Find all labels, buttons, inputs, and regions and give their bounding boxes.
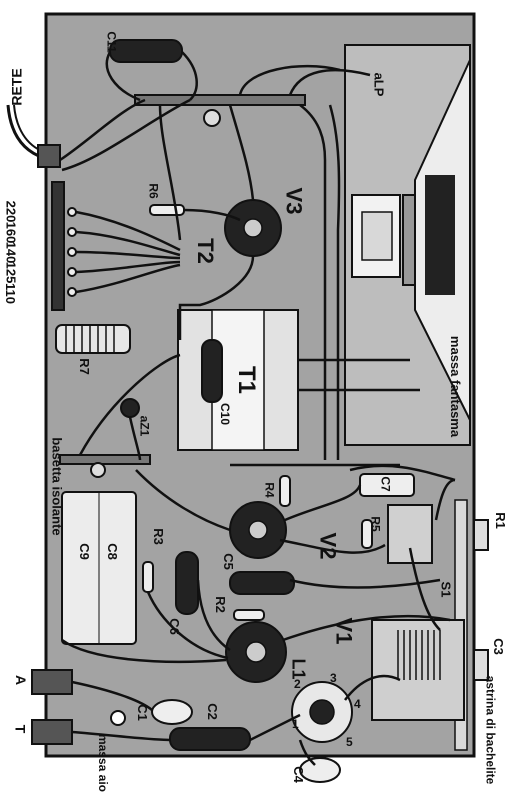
label-140: 140 — [3, 241, 19, 264]
label-alp: aLP — [371, 72, 387, 97]
top-screw — [203, 109, 221, 127]
label-v3: V3 — [281, 187, 307, 215]
label-v2: V2 — [315, 532, 341, 560]
voltage-selector — [51, 181, 65, 311]
c3-variable-capacitor — [371, 619, 465, 721]
label-s1: S1 — [438, 581, 454, 598]
label-r5: R5 — [368, 516, 383, 532]
label-c6: C6 — [166, 618, 182, 635]
massa-lug — [110, 710, 126, 726]
r5-resistor — [361, 519, 373, 549]
label-massa-aio: massa aio — [96, 733, 111, 792]
label-rete: RETE — [8, 68, 25, 106]
r6-resistor — [149, 204, 185, 216]
label-r1: R1 — [492, 512, 508, 529]
c11-capacitor — [109, 39, 183, 63]
label-t2: T2 — [192, 238, 218, 264]
basetta-strip — [59, 454, 151, 465]
label-160: 160 — [3, 221, 19, 244]
label-pin1: 1 — [292, 717, 299, 731]
r4-resistor — [279, 475, 291, 507]
r1-shaft — [473, 519, 489, 551]
c5-capacitor — [229, 571, 295, 595]
label-c2: C2 — [204, 703, 220, 720]
t-socket — [31, 719, 73, 745]
label-v1: V1 — [331, 617, 357, 645]
top-terminal-strip — [134, 94, 306, 106]
c1-capacitor — [151, 699, 193, 725]
r3-resistor — [142, 561, 154, 593]
label-c9: C9 — [76, 543, 92, 560]
a-socket — [31, 669, 73, 695]
label-r7: R7 — [76, 358, 92, 375]
label-basetta: basetta isolante — [49, 437, 65, 536]
label-t1: T1 — [233, 365, 261, 395]
label-massa-fantasma: massa fantasma — [448, 335, 464, 438]
r2-resistor — [233, 609, 265, 621]
speaker-magnet-core — [361, 211, 393, 261]
label-r4: R4 — [262, 482, 277, 498]
c10-capacitor — [201, 339, 223, 403]
wires — [59, 51, 456, 766]
label-c1: C1 — [134, 704, 150, 721]
label-c5: C5 — [220, 553, 236, 570]
speaker-cone-dark — [425, 175, 455, 295]
speaker-frame — [402, 194, 416, 286]
label-c7: C7 — [378, 476, 393, 492]
r7-resistor — [55, 324, 131, 354]
label-t: T — [12, 724, 29, 734]
label-az1: aZ1 — [137, 415, 152, 437]
label-110: 110 — [2, 283, 18, 304]
label-pin2: 2 — [294, 677, 301, 691]
label-c10: C10 — [218, 402, 233, 426]
label-220: 220 — [3, 200, 19, 223]
label-c4: C4 — [290, 766, 306, 783]
mains-grommet — [37, 144, 61, 168]
label-c3: C3 — [490, 638, 506, 655]
label-a: A — [13, 674, 30, 686]
label-r3: R3 — [150, 528, 166, 545]
label-125: 125 — [3, 261, 19, 284]
label-pin5: 5 — [346, 735, 353, 749]
az1-lug — [120, 398, 140, 418]
c6-capacitor — [175, 551, 199, 615]
basetta-screw — [90, 462, 106, 478]
label-bachelite: astrina di bachelite — [483, 675, 498, 785]
label-pin4: 4 — [354, 697, 361, 711]
c2-capacitor — [169, 727, 251, 751]
r1-potentiometer — [387, 504, 433, 564]
label-c8: C8 — [104, 543, 120, 560]
label-r2: R2 — [212, 596, 228, 613]
label-r6: R6 — [146, 183, 161, 199]
label-pin3: 3 — [330, 671, 337, 685]
c4-capacitor — [299, 757, 341, 783]
label-c11: C11 — [104, 31, 119, 53]
c3-shaft — [473, 649, 489, 681]
